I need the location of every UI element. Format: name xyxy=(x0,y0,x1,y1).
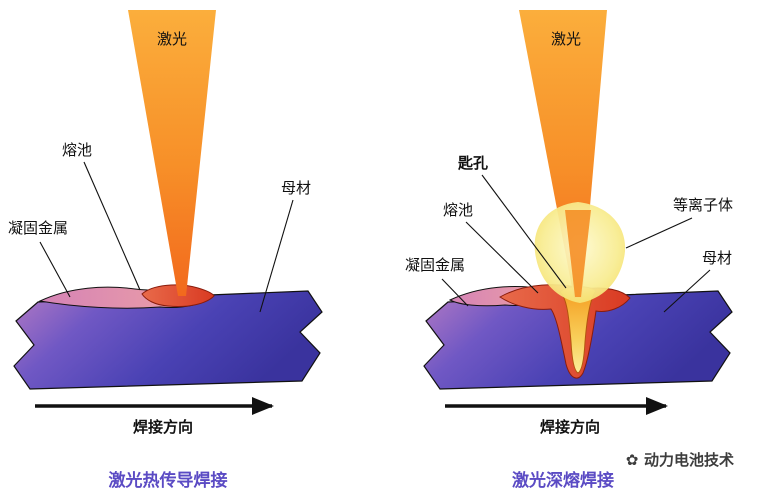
right-laser-beam-core xyxy=(565,210,591,297)
left-base-metal-label: 母材 xyxy=(281,179,311,197)
right-diagram: 激光 匙孔 熔池 等离子体 凝固金属 母材 焊接方向 激光深熔焊接 xyxy=(405,10,733,491)
watermark-label: 动力电池技术 xyxy=(644,451,734,469)
left-workpiece xyxy=(13,290,323,390)
right-plasma-leader xyxy=(625,217,693,249)
left-laser-beam xyxy=(128,10,216,296)
right-keyhole-leader xyxy=(481,174,567,289)
right-laser-label: 激光 xyxy=(551,30,581,48)
watermark-icon: ✿ xyxy=(626,451,639,469)
left-solidified-metal-label: 凝固金属 xyxy=(8,219,68,237)
left-melt-pool-leader xyxy=(83,161,141,291)
left-diagram: 激光 熔池 母材 凝固金属 焊接方向 激光热传导焊接 xyxy=(8,10,323,491)
right-solidified-leader xyxy=(441,278,469,307)
right-melt-pool-leader xyxy=(465,221,539,294)
right-melt-pool-label: 熔池 xyxy=(443,201,473,219)
right-plasma-label: 等离子体 xyxy=(673,196,733,214)
left-solidified-leader xyxy=(39,241,71,298)
left-melt-pool-label: 熔池 xyxy=(62,141,92,159)
right-keyhole-label: 匙孔 xyxy=(457,154,488,172)
left-caption: 激光热传导焊接 xyxy=(109,470,228,491)
right-base-metal-leader xyxy=(663,269,711,313)
right-solidified-metal-label: 凝固金属 xyxy=(405,256,465,274)
right-base-metal-label: 母材 xyxy=(702,249,732,267)
left-weld-direction-label: 焊接方向 xyxy=(133,418,193,436)
right-caption: 激光深熔焊接 xyxy=(512,470,614,491)
left-laser-label: 激光 xyxy=(157,30,187,48)
left-base-metal-leader xyxy=(259,199,294,313)
watermark: ✿ 动力电池技术 xyxy=(626,451,734,469)
right-weld-direction-label: 焊接方向 xyxy=(540,418,600,436)
